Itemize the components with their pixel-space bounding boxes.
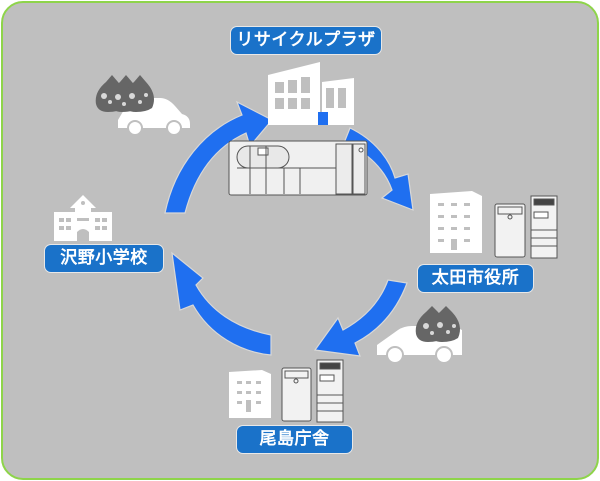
- car-with-paper-bags-icon: [95, 75, 190, 136]
- arrow-ota-to-oshima: [313, 279, 408, 357]
- paper-recycling-machine-icon: [228, 140, 368, 196]
- arrow-oshima-to-school: [171, 251, 272, 356]
- office-building-with-printers-icon: [229, 359, 344, 423]
- node-label-oshima-office: 尾島庁舎: [237, 426, 352, 453]
- node-label-ota-city-hall: 太田市役所: [418, 265, 533, 292]
- node-label-sawano-school: 沢野小学校: [45, 245, 163, 272]
- school-building-icon: [54, 195, 112, 241]
- recycling-facility-icon: [268, 62, 354, 125]
- node-label-recycle-plaza: リサイクルプラザ: [231, 27, 381, 54]
- office-building-with-printers-icon: [430, 191, 558, 259]
- car-with-paper-bags-icon: [377, 306, 462, 364]
